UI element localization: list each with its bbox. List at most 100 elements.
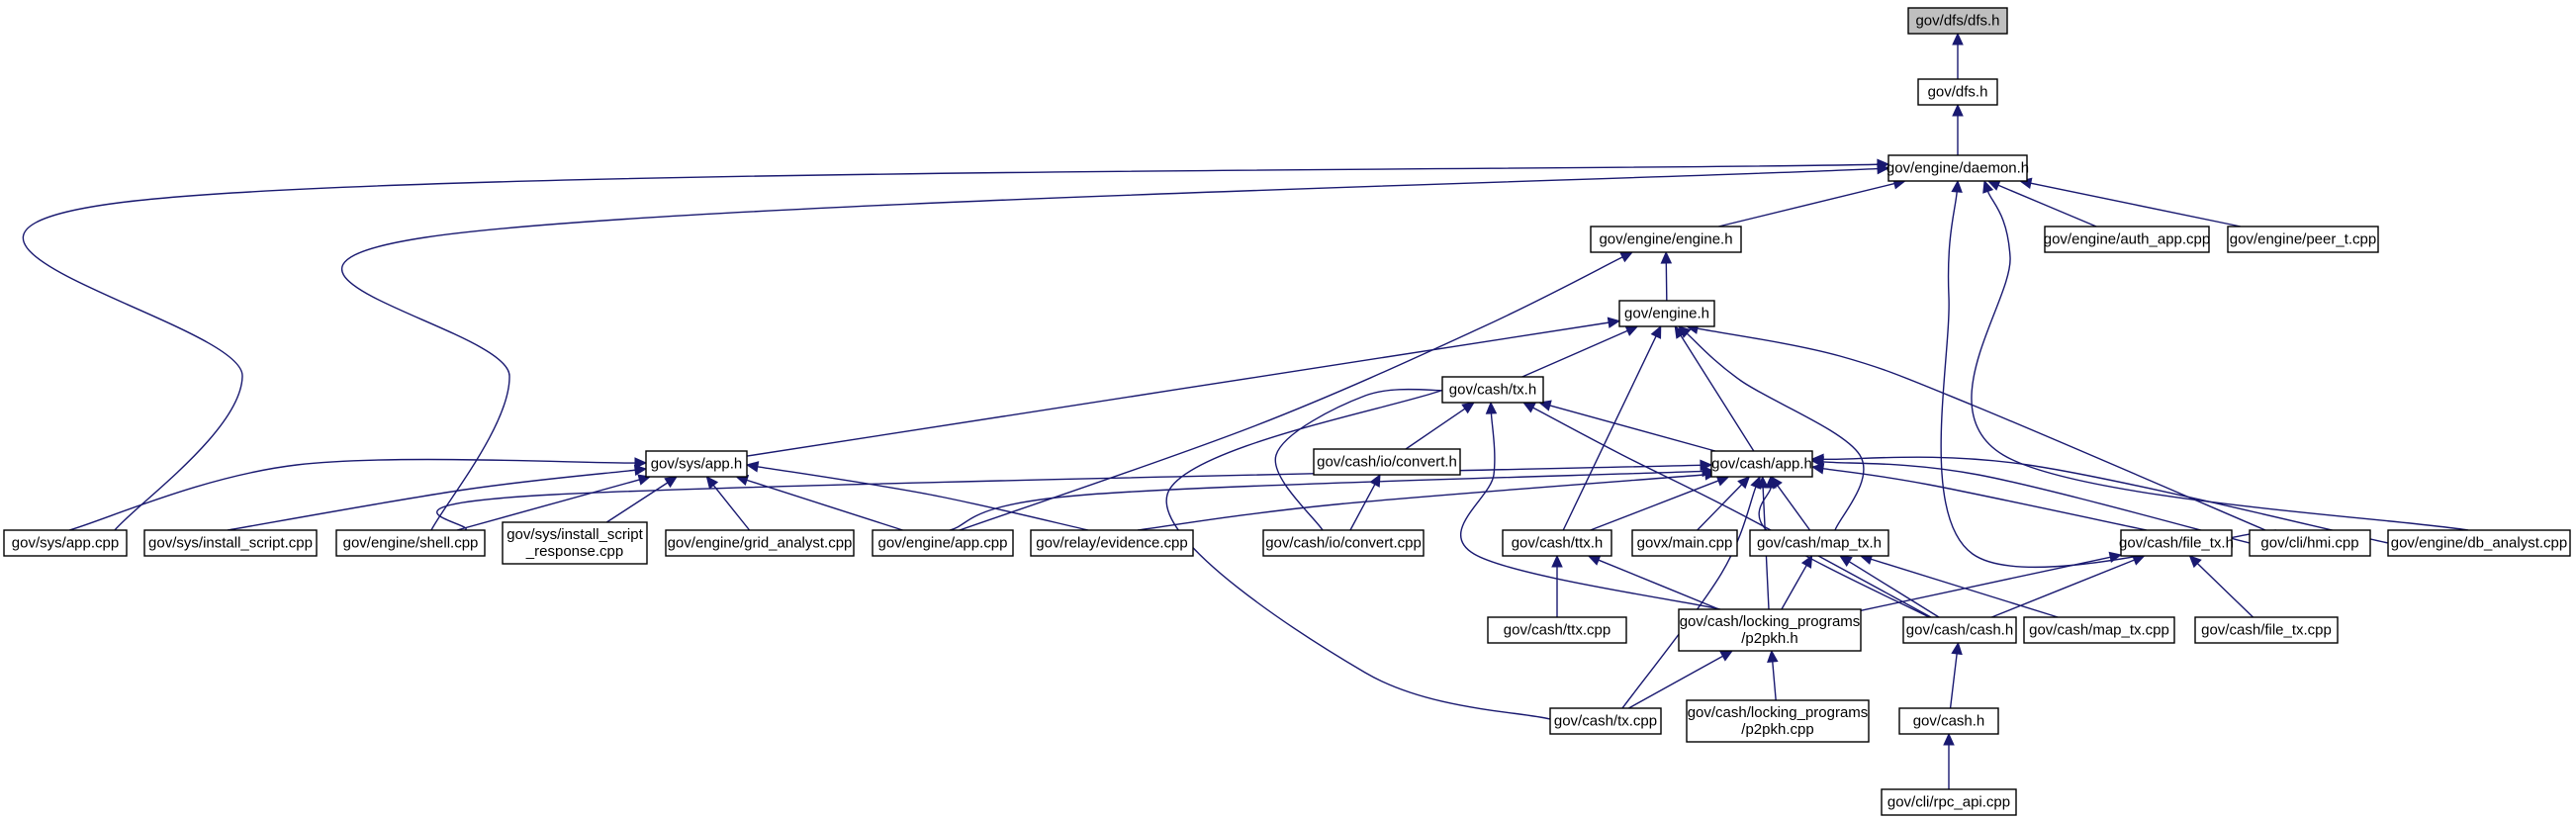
- node-box[interactable]: [502, 521, 648, 565]
- arrowhead-n_cash_tx_cpp-to-n_cash_app_h: [1750, 475, 1762, 490]
- edge-n_engine_app_cpp-to-n_cash_app_h: [949, 470, 1703, 531]
- node-cash-tx-cpp[interactable]: gov/cash/tx.cpp: [1549, 707, 1662, 735]
- node-box[interactable]: [335, 529, 486, 557]
- node-box[interactable]: [1262, 529, 1425, 557]
- node-engine-h[interactable]: gov/engine.h: [1618, 300, 1715, 327]
- node-evidence-cpp[interactable]: gov/relay/evidence.cpp: [1030, 529, 1194, 557]
- node-box[interactable]: [1631, 529, 1738, 557]
- node-rpc-api-cpp[interactable]: gov/cli/rpc_api.cpp: [1881, 788, 2017, 816]
- node-ttx-h[interactable]: gov/cash/ttx.h: [1502, 529, 1612, 557]
- node-map-tx-h[interactable]: gov/cash/map_tx.h: [1749, 529, 1889, 557]
- node-db-analyst-cpp[interactable]: gov/engine/db_analyst.cpp: [2387, 529, 2571, 557]
- node-box[interactable]: [1313, 448, 1461, 476]
- node-box[interactable]: [1710, 450, 1813, 478]
- edge-n_p2pkh_cpp-to-n_p2pkh_h: [1772, 661, 1777, 701]
- node-auth-app-cpp[interactable]: gov/engine/auth_app.cpp: [2044, 226, 2210, 253]
- node-cash-app-h[interactable]: gov/cash/app.h: [1710, 450, 1813, 478]
- node-cash-cash-h[interactable]: gov/cash/cash.h: [1902, 616, 2017, 644]
- node-box[interactable]: [1749, 529, 1889, 557]
- edge-n_cash_tx_cpp-to-n_cash_tx_h: [1165, 389, 1551, 720]
- node-file-tx-h[interactable]: gov/cash/file_tx.h: [2119, 529, 2234, 557]
- node-dfs-dfs-h[interactable]: gov/dfs/dfs.h: [1907, 7, 2008, 35]
- node-box[interactable]: [1030, 529, 1194, 557]
- node-label: gov/cash/locking_programs: [1688, 704, 1869, 721]
- node-peer-t-cpp[interactable]: gov/engine/peer_t.cpp: [2227, 226, 2379, 253]
- node-label: gov/engine/shell.cpp: [343, 535, 479, 552]
- node-box[interactable]: [2023, 616, 2175, 644]
- node-label: gov/sys/install_script.cpp: [148, 535, 313, 552]
- node-grid-analyst-cpp[interactable]: gov/engine/grid_analyst.cpp: [665, 529, 855, 557]
- arrowhead-n_p2pkh_h-to-n_cash_tx_h: [1485, 401, 1498, 414]
- node-hmi-cpp[interactable]: gov/cli/hmi.cpp: [2249, 529, 2371, 557]
- node-shell-cpp[interactable]: gov/engine/shell.cpp: [335, 529, 486, 557]
- node-install-script-cpp[interactable]: gov/sys/install_script.cpp: [143, 529, 318, 557]
- node-p2pkh-cpp[interactable]: gov/cash/locking_programs/p2pkh.cpp: [1686, 699, 1870, 743]
- node-box[interactable]: [1887, 154, 2028, 182]
- edge-n_install_script_response_cpp-to-n_sys_app_h: [605, 482, 669, 523]
- node-io-convert-cpp[interactable]: gov/cash/io/convert.cpp: [1262, 529, 1425, 557]
- node-box[interactable]: [143, 529, 318, 557]
- node-label: govx/main.cpp: [1637, 535, 1733, 552]
- node-label: gov/cash/locking_programs: [1680, 613, 1861, 630]
- node-label: gov/relay/evidence.cpp: [1036, 535, 1187, 552]
- node-label: gov/sys/app.h: [651, 456, 743, 473]
- edge-n_ttx_h-to-n_cash_app_h: [1590, 480, 1719, 531]
- node-label: gov/cash/ttx.h: [1512, 535, 1604, 552]
- node-box[interactable]: [2227, 226, 2379, 253]
- node-box[interactable]: [645, 450, 748, 478]
- node-box[interactable]: [1678, 608, 1862, 652]
- node-box[interactable]: [1898, 707, 1999, 735]
- node-box[interactable]: [1902, 616, 2017, 644]
- edge-n_shell_cpp-to-n_sys_app_h: [456, 479, 640, 531]
- node-box[interactable]: [2044, 226, 2210, 253]
- node-box[interactable]: [2120, 529, 2233, 557]
- node-box[interactable]: [665, 529, 855, 557]
- node-engine-engine-h[interactable]: gov/engine/engine.h: [1590, 226, 1742, 253]
- edge-n_engine_app_cpp-to-n_engine_engine_h: [959, 256, 1623, 531]
- arrowhead-n_grid_analyst_cpp-to-n_sys_app_h: [705, 476, 719, 490]
- edge-n_evidence_cpp-to-n_cash_app_h: [1137, 474, 1706, 531]
- node-ttx-cpp[interactable]: gov/cash/ttx.cpp: [1487, 616, 1627, 644]
- node-box[interactable]: [1590, 226, 1742, 253]
- node-sys-app-cpp[interactable]: gov/sys/app.cpp: [3, 529, 128, 557]
- node-box[interactable]: [1917, 78, 1998, 106]
- node-box[interactable]: [2387, 529, 2571, 557]
- arrowhead-n_shell_cpp-to-n_daemon_h: [1877, 162, 1890, 175]
- node-box[interactable]: [1549, 707, 1662, 735]
- node-engine-app-cpp[interactable]: gov/engine/app.cpp: [872, 529, 1014, 557]
- edge-n_sys_app_h-to-n_engine_h: [746, 321, 1610, 457]
- node-box[interactable]: [2249, 529, 2371, 557]
- node-dfs-h[interactable]: gov/dfs.h: [1917, 78, 1998, 106]
- arrowhead-n_install_script_response_cpp-to-n_sys_app_h: [664, 476, 679, 489]
- node-box[interactable]: [1686, 699, 1870, 743]
- node-cash-tx-h[interactable]: gov/cash/tx.h: [1441, 376, 1544, 404]
- node-box[interactable]: [1907, 7, 2008, 35]
- node-box[interactable]: [1618, 300, 1715, 327]
- node-io-convert-h[interactable]: gov/cash/io/convert.h: [1313, 448, 1461, 476]
- edge-n_peer_t_cpp-to-n_daemon_h: [2030, 182, 2242, 228]
- node-p2pkh-h[interactable]: gov/cash/locking_programs/p2pkh.h: [1678, 608, 1862, 652]
- node-file-tx-cpp[interactable]: gov/cash/file_tx.cpp: [2194, 616, 2339, 644]
- node-box[interactable]: [2194, 616, 2339, 644]
- edge-n_sys_app_cpp-to-n_sys_app_h: [68, 458, 636, 531]
- node-box[interactable]: [1881, 788, 2017, 816]
- node-label: gov/cash/file_tx.h: [2119, 535, 2234, 552]
- node-daemon-h[interactable]: gov/engine/daemon.h: [1886, 154, 2029, 182]
- arrowhead-n_p2pkh_h-to-n_map_tx_h: [1800, 554, 1813, 569]
- node-install-script-response-cpp[interactable]: gov/sys/install_script_response.cpp: [502, 521, 648, 565]
- node-cash-h[interactable]: gov/cash.h: [1898, 707, 1999, 735]
- node-govx-main-cpp[interactable]: govx/main.cpp: [1631, 529, 1738, 557]
- nodes-layer: gov/dfs/dfs.h gov/dfs.h gov/engine/daemon.…: [3, 7, 2571, 816]
- node-box[interactable]: [872, 529, 1014, 557]
- node-label: gov/cash/map_tx.h: [1757, 535, 1882, 552]
- node-sys-app-h[interactable]: gov/sys/app.h: [645, 450, 748, 478]
- arrowhead-n_daemon_h-to-n_dfs_h: [1952, 103, 1964, 117]
- node-map-tx-cpp[interactable]: gov/cash/map_tx.cpp: [2023, 616, 2175, 644]
- node-box[interactable]: [1487, 616, 1627, 644]
- node-box[interactable]: [3, 529, 128, 557]
- node-label: gov/engine.h: [1624, 306, 1709, 322]
- node-box[interactable]: [1502, 529, 1612, 557]
- edge-n_engine_app_cpp-to-n_sys_app_h: [746, 479, 903, 531]
- node-box[interactable]: [1441, 376, 1544, 404]
- arrowhead-n_sys_app_cpp-to-n_sys_app_h: [634, 457, 648, 469]
